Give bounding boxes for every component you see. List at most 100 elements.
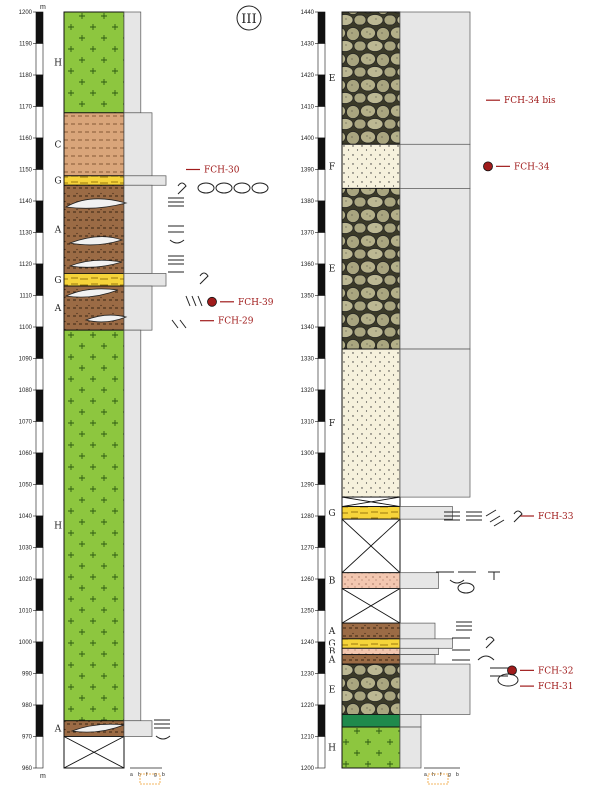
right-scale-tick-label: 1430: [301, 42, 315, 48]
left-scale-tick-label: 1010: [19, 609, 33, 615]
right-scale-tick-label: 1230: [301, 672, 315, 678]
right-facies-code-bg: [327, 624, 337, 636]
right-grain-size-bar: [399, 506, 453, 520]
left-grain-size-bar: [123, 175, 167, 186]
right-scale-segment: [317, 137, 326, 170]
right-scale-tick-label: 1280: [301, 514, 315, 520]
sample-label: FCH-29: [218, 317, 254, 327]
left-scale-segment: [35, 673, 44, 706]
left-facies-code-bg: [53, 273, 63, 285]
right-facies-code: F: [329, 162, 335, 172]
right-facies-code: G: [328, 640, 335, 650]
left-scale-segment: [35, 578, 44, 611]
section-marker-label: III: [241, 12, 256, 27]
right-scale-segment: [317, 326, 326, 359]
right-scale-segment: [317, 106, 326, 139]
left-scale-tick-label: 980: [22, 703, 33, 709]
left-scale-segment: [35, 515, 44, 548]
right-grain-size-bar: [399, 572, 439, 589]
right-scale-segment: [317, 673, 326, 706]
left-facies-code: A: [54, 304, 62, 314]
left-scale-tick-label: 1150: [19, 168, 33, 174]
right-scale-segment: [317, 200, 326, 233]
right-grain-size-bar: [399, 726, 422, 769]
grain-scale-letter: a: [424, 772, 427, 778]
right-grain-size-bar: [399, 622, 436, 640]
sample-label: FCH-34: [514, 162, 550, 172]
grain-scale-letter: g: [448, 772, 451, 778]
right-grain-size-bar: [399, 663, 471, 715]
right-scale-tick-label: 1370: [301, 231, 315, 237]
right-scale-tick-label: 1360: [301, 262, 315, 268]
right-facies-layer: [341, 11, 401, 145]
grain-scale-letter: h: [138, 772, 141, 778]
right-facies-code-bg: [327, 160, 337, 172]
right-scale-tick-label: 1410: [301, 105, 315, 111]
left-scale-segment: [35, 106, 44, 139]
right-facies-code: A: [328, 655, 336, 665]
grain-scale-letter: a: [130, 772, 133, 778]
left-scale-tick-label: 1100: [19, 325, 33, 331]
right-facies-layer: [341, 638, 401, 649]
left-scale-segment: [35, 295, 44, 328]
right-grain-size-bar: [399, 647, 439, 655]
right-facies-code-bg: [327, 417, 337, 429]
left-scale-tick-label: 1060: [19, 451, 33, 457]
right-scale-segment: [317, 578, 326, 611]
right-facies-code: F: [329, 419, 335, 429]
right-facies-code: H: [328, 744, 336, 754]
left-scale-segment: [35, 641, 44, 674]
left-facies-code-bg: [53, 302, 63, 314]
left-facies-code: H: [54, 521, 62, 531]
left-scale-segment: [35, 389, 44, 422]
right-scale-tick-label: 1400: [301, 136, 315, 142]
right-facies-code: A: [328, 627, 336, 637]
right-scale-tick-label: 1350: [301, 294, 315, 300]
grain-scale-letter: b: [162, 772, 165, 778]
right-scale-segment: [317, 641, 326, 674]
right-facies-layer: [341, 622, 401, 640]
right-facies-code-bg: [327, 637, 337, 649]
right-scale-tick-label: 1260: [301, 577, 315, 583]
sample-label: FCH-33: [538, 512, 574, 522]
left-scale-tick-label: 1170: [19, 105, 33, 111]
right-grain-size-bar: [399, 714, 422, 728]
right-scale-segment: [317, 263, 326, 296]
left-scale-segment: [35, 704, 44, 737]
right-scale-tick-label: 1380: [301, 199, 315, 205]
right-scale-tick-label: 1200: [301, 766, 315, 772]
right-facies-code: B: [329, 647, 336, 657]
left-scale-segment: [35, 137, 44, 170]
left-scale-segment: [35, 74, 44, 107]
right-scale-segment: [317, 610, 326, 643]
right-scale-segment: [317, 43, 326, 76]
left-scale-tick-label: 1140: [19, 199, 33, 205]
left-grain-size-bar: [123, 11, 142, 114]
right-scale-tick-label: 1220: [301, 703, 315, 709]
right-scale-tick-label: 1300: [301, 451, 315, 457]
left-scale-segment: [35, 43, 44, 76]
right-facies-code-bg: [327, 506, 337, 518]
left-scale-tick-label: 1180: [19, 73, 33, 79]
left-grain-size-bar: [123, 329, 142, 722]
grain-scale-letter: f: [440, 772, 442, 778]
right-scale-segment: [317, 704, 326, 737]
right-facies-code-bg: [327, 653, 337, 665]
left-scale-segment: [35, 263, 44, 296]
sedimentary-structure-symbols: [154, 182, 523, 740]
left-facies-code-bg: [53, 722, 63, 734]
right-grain-size-bar: [399, 654, 436, 665]
left-scale-segment: [35, 547, 44, 580]
left-scale-tick-label: 1050: [19, 483, 33, 489]
left-unit-label-top: m: [40, 4, 46, 11]
right-scale-tick-label: 1340: [301, 325, 315, 331]
left-scale-segment: [35, 11, 44, 44]
sample-label: FCH-34 bis: [504, 96, 556, 106]
left-scale-tick-label: 970: [22, 735, 33, 741]
left-scale-segment: [35, 232, 44, 265]
left-scale-segment: [35, 421, 44, 454]
sample-label: FCH-32: [538, 666, 573, 676]
